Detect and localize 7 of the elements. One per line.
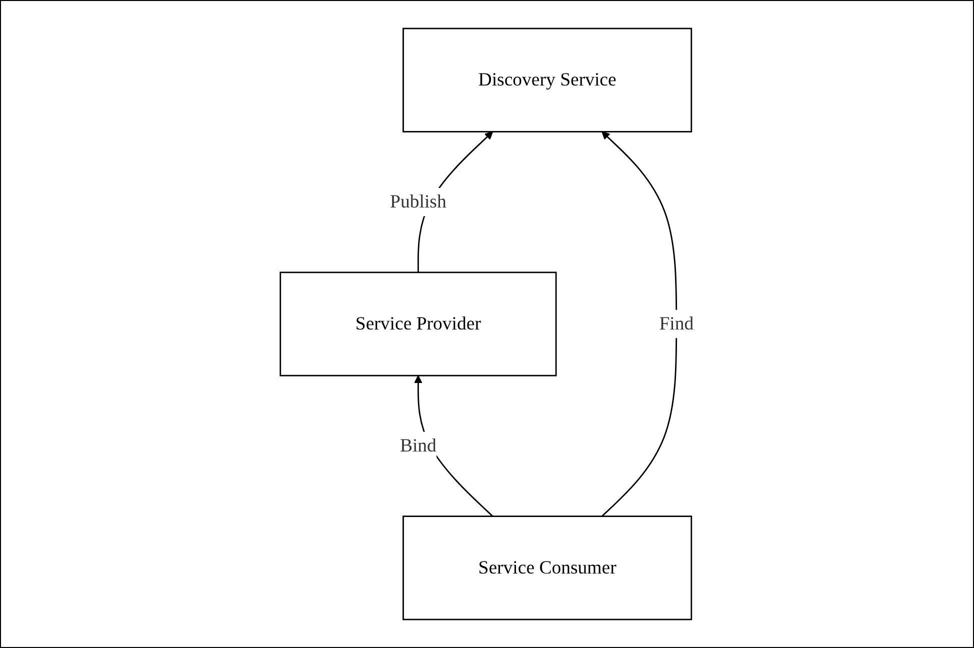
edge-label: Publish (390, 192, 446, 212)
arrow (601, 131, 678, 517)
node-box: Service Provider (280, 272, 557, 376)
node-box: Service Consumer (402, 516, 692, 620)
edge-label: Find (659, 314, 694, 334)
edge-label: Bind (400, 436, 436, 456)
node-box: Discovery Service (402, 28, 692, 132)
